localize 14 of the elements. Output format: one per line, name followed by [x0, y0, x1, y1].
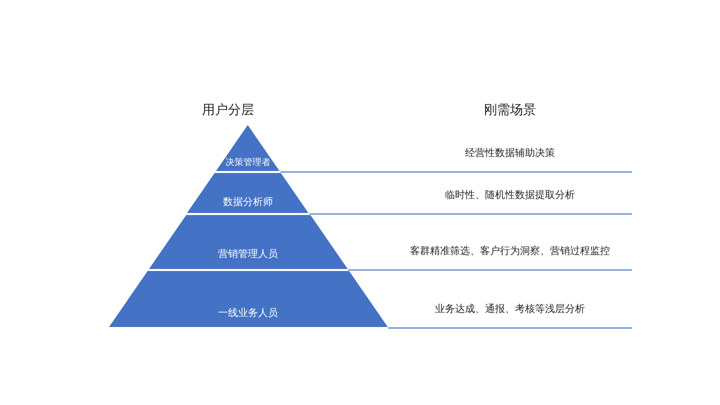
- pyramid-layer: [187, 173, 309, 213]
- layer-label: 一线业务人员: [218, 306, 278, 320]
- layer-label: 营销管理人员: [218, 248, 278, 261]
- scene-text: 客群精准筛选、客户行为洞察、营销过程监控: [409, 244, 611, 258]
- layer-label: 数据分析师: [222, 196, 273, 209]
- pyramid-layer: [108, 271, 388, 327]
- pyramid-layer: [216, 125, 280, 171]
- scene-text: 临时性、随机性数据提取分析: [444, 188, 576, 202]
- layer-label: 决策管理者: [225, 156, 270, 169]
- scene-text: 经营性数据辅助决策: [464, 146, 556, 160]
- column-heading: 刚需场景: [483, 102, 537, 119]
- column-heading: 用户分层: [201, 102, 255, 119]
- pyramid-layer: [148, 215, 348, 269]
- scene-text: 业务达成、通报、考核等浅层分析: [434, 302, 586, 316]
